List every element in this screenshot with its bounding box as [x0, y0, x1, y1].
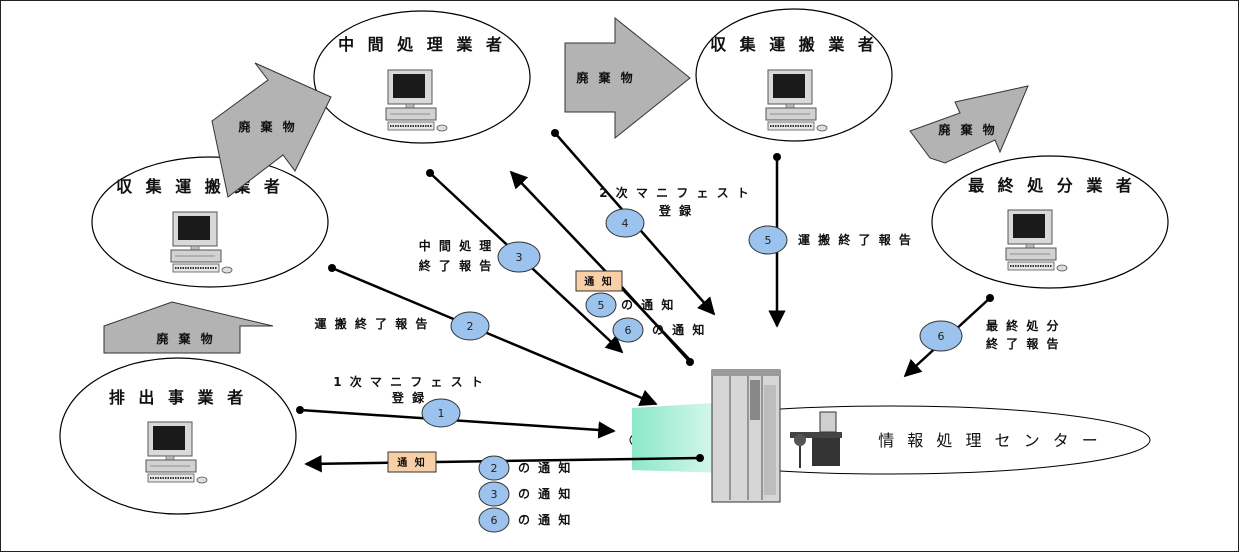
svg-text:廃 棄 物: 廃 棄 物: [576, 70, 635, 85]
waste-arrow-upper-left: 廃 棄 物: [211, 62, 332, 198]
notice-text: の 通 知: [621, 297, 675, 312]
actor-intermediate-processor: 中 間 処 理 業 者: [313, 10, 531, 144]
actor-label: 収 集 運 搬 業 者: [116, 177, 284, 196]
operator-desk-icon: [790, 411, 842, 468]
step-6-line2: 終 了 報 告: [986, 336, 1061, 351]
notice-text: の 通 知: [518, 486, 572, 501]
svg-text:通 知: 通 知: [584, 275, 613, 288]
line-step2: [331, 266, 658, 406]
svg-text:廃 棄 物: 廃 棄 物: [156, 331, 215, 346]
step-1-line2: 登 録: [391, 390, 426, 405]
step-1: 1 1 次 マ ニ フ ェ ス ト 登 録: [333, 374, 485, 428]
svg-text:5: 5: [598, 299, 605, 312]
svg-text:6: 6: [491, 514, 498, 527]
actor-label: 最 終 処 分 業 者: [968, 176, 1136, 195]
step-3: 3 中 間 処 理 終 了 報 告: [419, 238, 541, 273]
notice-box: [575, 270, 623, 292]
actor-label: 中 間 処 理 業 者: [338, 35, 506, 54]
actor-label: 情 報 処 理 セ ン タ ー: [878, 431, 1102, 450]
svg-text:1: 1: [438, 407, 445, 420]
step-5: 5 運 搬 終 了 報 告: [748, 225, 913, 255]
actor-discharger: 排 出 事 業 者: [59, 357, 297, 515]
step-2: 2 運 搬 終 了 報 告: [315, 311, 490, 341]
step-4: 4 2 次 マ ニ フ ェ ス ト 登 録: [599, 185, 751, 238]
notice-text: の 通 知: [518, 460, 572, 475]
step-6: 6 最 終 処 分 終 了 報 告: [919, 318, 1061, 352]
svg-text:2: 2: [491, 462, 498, 475]
actor-collector-left: 収 集 運 搬 業 者: [91, 156, 329, 288]
actor-info-center: 情 報 処 理 セ ン タ ー: [629, 369, 1151, 503]
svg-text:2: 2: [467, 320, 474, 333]
step-5-line1: 運 搬 終 了 報 告: [798, 232, 913, 247]
waste-arrow-left: 廃 棄 物: [103, 301, 274, 354]
waste-arrow-right: 廃 棄 物: [909, 85, 1029, 164]
step-1-line1: 1 次 マ ニ フ ェ ス ト: [333, 374, 485, 389]
svg-text:4: 4: [622, 217, 629, 230]
notice-text: の 通 知: [518, 512, 572, 527]
step-2-line1: 運 搬 終 了 報 告: [315, 316, 430, 331]
actor-label: 排 出 事 業 者: [109, 388, 247, 407]
svg-text:廃 棄 物: 廃 棄 物: [938, 122, 997, 137]
svg-text:3: 3: [491, 488, 498, 501]
actor-final-disposal: 最 終 処 分 業 者: [931, 155, 1169, 289]
svg-text:5: 5: [765, 234, 772, 247]
step-4-line1: 2 次 マ ニ フ ェ ス ト: [599, 185, 751, 200]
step-3-line2: 終 了 報 告: [419, 258, 494, 273]
actor-collector-top: 収 集 運 搬 業 者: [695, 8, 893, 142]
svg-text:廃 棄 物: 廃 棄 物: [238, 119, 297, 134]
server-icon: [711, 369, 781, 503]
step-6-line1: 最 終 処 分: [986, 318, 1061, 333]
svg-text:通 知: 通 知: [397, 456, 426, 469]
svg-text:3: 3: [516, 251, 523, 264]
notice-text: の 通 知: [652, 322, 706, 337]
svg-text:6: 6: [938, 330, 945, 343]
notice-group-intermediate: 通 知 5 の 通 知 6 の 通 知: [575, 270, 706, 343]
step-3-line1: 中 間 処 理: [419, 238, 494, 253]
svg-text:6: 6: [625, 324, 632, 337]
line-notice-6: [619, 284, 691, 363]
connector-endpoints: [296, 129, 994, 462]
notice-group-discharger: 通 知 2 の 通 知 3 の 通 知 6 の 通 知: [387, 451, 572, 533]
actor-label: 収 集 運 搬 業 者: [710, 35, 878, 54]
step-4-line2: 登 録: [658, 203, 693, 218]
waste-arrow-top: 廃 棄 物: [564, 16, 691, 140]
notice-box: [387, 451, 437, 473]
